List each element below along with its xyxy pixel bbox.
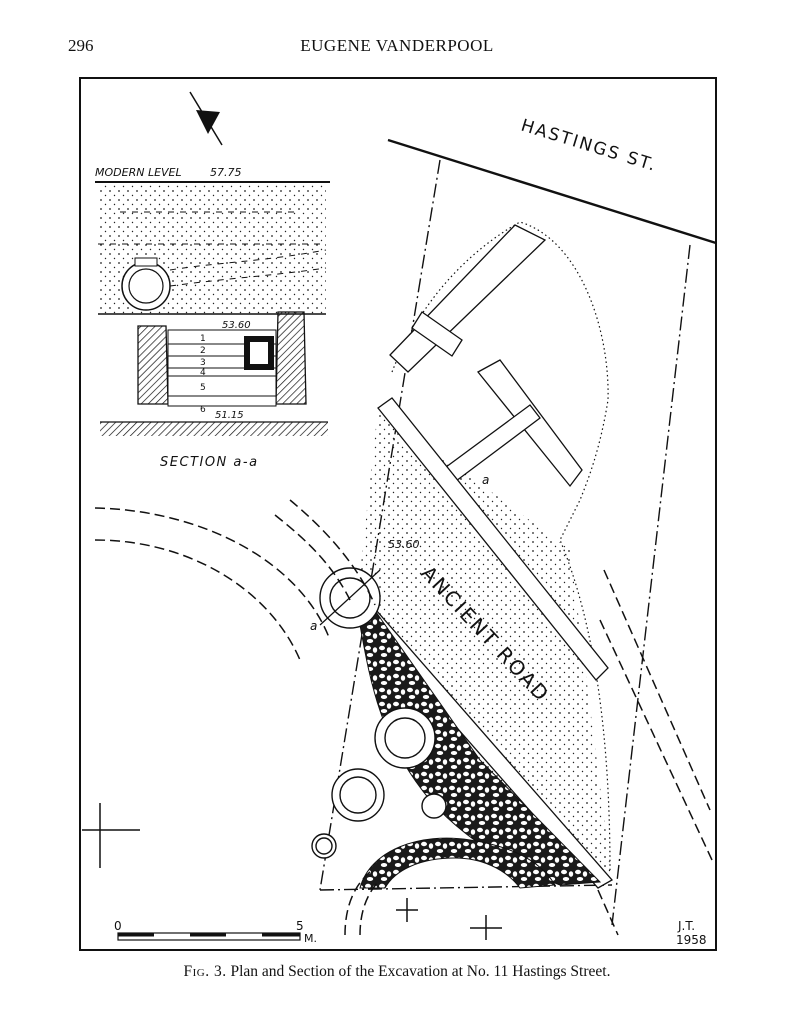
ancient-road-area (355, 408, 612, 885)
hastings-street-line (387, 138, 717, 245)
layer-6-label: 6 (200, 405, 206, 415)
rubble-arc (359, 837, 556, 889)
modern-level-label: MODERN LEVEL (95, 166, 182, 179)
draughtsman-year: 1958 (676, 933, 707, 947)
layer-2-label: 2 (200, 346, 206, 356)
layer-3-label: 3 (200, 358, 206, 368)
layer-1-label: 1 (200, 334, 206, 344)
caption-label: Fig. 3. (183, 963, 227, 980)
level-lower-label: 51.15 (215, 410, 244, 421)
draughtsman-initials: J.T. (677, 919, 695, 933)
grid-crosses (82, 803, 502, 940)
excavation-outline (391, 221, 611, 871)
section-line (319, 569, 381, 626)
layer-5-label: 5 (200, 383, 206, 393)
hastings-street-label: HASTINGS ST. (519, 116, 660, 176)
upper-walls (361, 224, 614, 889)
section-title: SECTION a-a (160, 455, 259, 470)
figure-frame (79, 77, 717, 951)
level-upper-label: 53.60 (222, 320, 251, 331)
section-mark-a-upper: a (482, 473, 489, 487)
running-head: EUGENE VANDERPOOL (300, 36, 494, 55)
dashed-curves (94, 499, 713, 936)
caption-text: Plan and Section of the Excavation at No… (230, 963, 611, 980)
north-arrow-icon (189, 91, 223, 146)
section-mark-a-lower: a (310, 619, 317, 633)
page-number: 296 (68, 36, 94, 55)
scale-end-label: 5 (296, 919, 304, 933)
scale-bar: 0 5 M. (114, 919, 317, 945)
figure-caption: Fig. 3. Plan and Section of the Excavati… (0, 963, 794, 981)
layer-4-label: 4 (200, 368, 206, 378)
plan-level-label: 53.60 (388, 538, 420, 551)
section-inset: MODERN LEVEL 57.75 53.60 1 2 (95, 166, 330, 470)
scale-unit-label: M. (304, 932, 317, 945)
modern-level-value: 57.75 (210, 166, 242, 179)
page-header: 296 EUGENE VANDERPOOL (0, 30, 794, 60)
scale-start-label: 0 (114, 919, 122, 933)
